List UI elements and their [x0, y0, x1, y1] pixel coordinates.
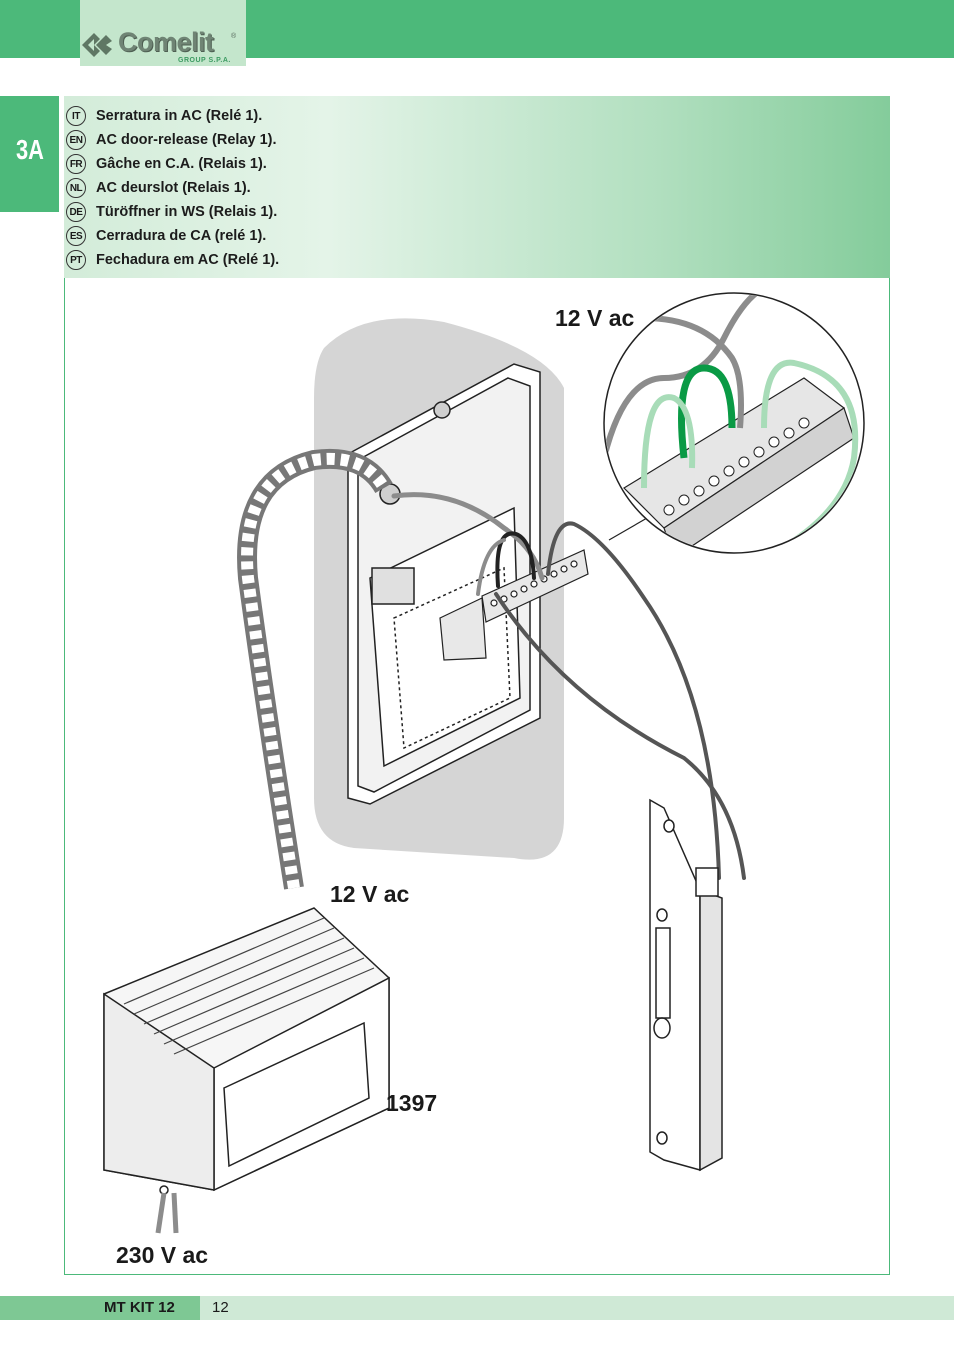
caption-text: Gâche en C.A. (Relais 1).	[96, 156, 267, 172]
label-model-1397: 1397	[386, 1090, 438, 1116]
language-badge: ES	[66, 226, 86, 246]
brand-registered-mark: ®	[231, 33, 237, 40]
caption-text: Serratura in AC (Relé 1).	[96, 108, 263, 124]
caption-row-nl: NL AC deurslot (Relais 1).	[66, 177, 251, 199]
caption-row-es: ES Cerradura de CA (relé 1).	[66, 225, 266, 247]
caption-row-fr: FR Gâche en C.A. (Relais 1).	[66, 153, 267, 175]
wiring-diagram	[103, 292, 865, 1234]
caption-row-de: DE Türöffner in WS (Relais 1).	[66, 201, 277, 223]
language-badge: EN	[66, 130, 86, 150]
caption-text: Fechadura em AC (Relé 1).	[96, 252, 280, 268]
label-12v-ac-top: 12 V ac	[555, 305, 635, 331]
language-badge: IT	[66, 106, 86, 126]
panel-terminal-block	[439, 549, 589, 661]
brand-name: Comelit	[118, 27, 214, 57]
caption-row-pt: PT Fechadura em AC (Relé 1).	[66, 249, 279, 271]
zoom-callout	[603, 292, 865, 554]
caption-panel	[64, 96, 890, 278]
caption-text: AC door-release (Relay 1).	[96, 132, 277, 148]
language-badge: NL	[66, 178, 86, 198]
logo-tab: Comelit ® GROUP S.P.A.	[80, 0, 246, 66]
caption-row-it: IT Serratura in AC (Relé 1).	[66, 105, 262, 127]
power-supply-1397	[103, 907, 390, 1195]
brand-subtitle: GROUP S.P.A.	[178, 57, 231, 64]
caption-text: Türöffner in WS (Relais 1).	[96, 204, 278, 220]
footer-title: MT KIT 12	[104, 1299, 175, 1316]
comelit-logo-icon	[82, 33, 112, 57]
figure-frame	[64, 278, 890, 1275]
caption-text: AC deurslot (Relais 1).	[96, 180, 251, 196]
page-number: 12	[212, 1299, 229, 1316]
section-tab: 3A	[0, 96, 59, 212]
label-230v-ac: 230 V ac	[116, 1242, 209, 1268]
language-badge: FR	[66, 154, 86, 174]
language-badge: DE	[66, 202, 86, 222]
mains-wires	[155, 1192, 179, 1234]
door-strike	[649, 798, 723, 1172]
dashed-cable	[237, 448, 393, 890]
footer-title-block: MT KIT 12	[0, 1296, 200, 1320]
panel-wires	[391, 492, 746, 880]
caption-text: Cerradura de CA (relé 1).	[96, 228, 267, 244]
label-12v-ac-mid: 12 V ac	[330, 881, 410, 907]
section-number: 3A	[16, 134, 44, 165]
language-badge: PT	[66, 250, 86, 270]
caption-row-en: EN AC door-release (Relay 1).	[66, 129, 277, 151]
